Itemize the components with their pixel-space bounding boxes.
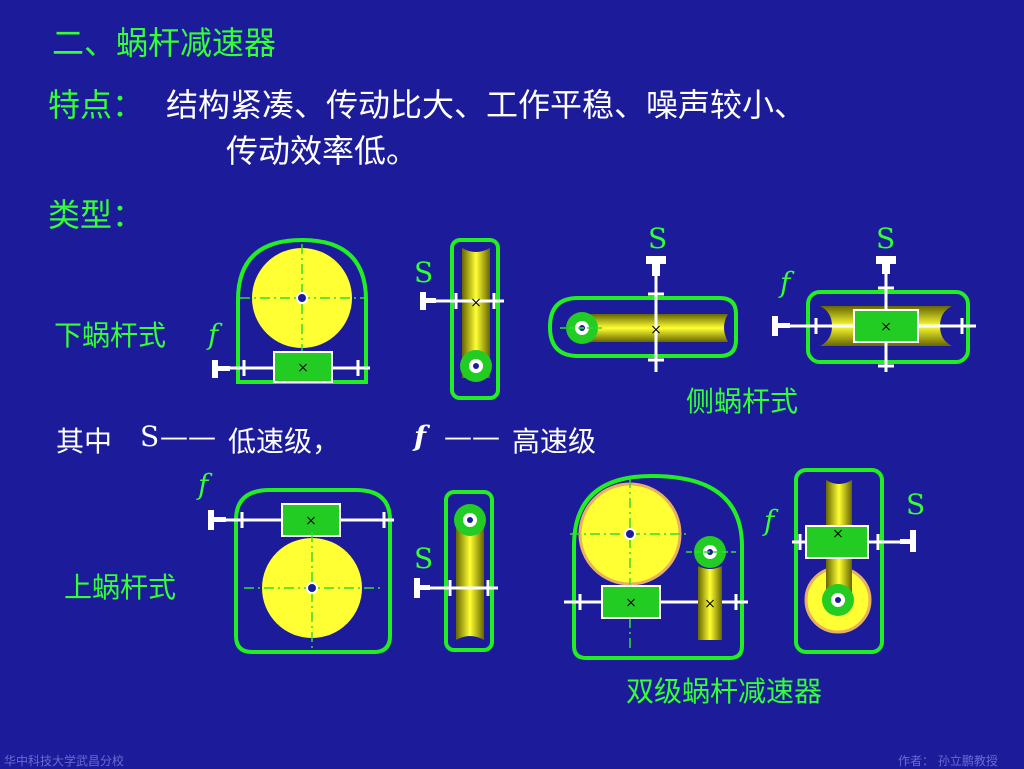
- svg-text:×: ×: [704, 596, 716, 612]
- legend-f-dash: ——: [444, 420, 500, 453]
- upper-worm-side-view: [414, 490, 498, 652]
- double-s-label: S: [906, 488, 925, 521]
- double-stage-label: 双级蜗杆减速器: [626, 675, 823, 708]
- svg-text:×: ×: [297, 360, 309, 376]
- svg-text:×: ×: [305, 513, 317, 529]
- upper-worm-label: 上蜗杆式: [64, 571, 177, 604]
- features-text-line2: 传动效率低。: [226, 132, 419, 170]
- worm: [273, 351, 333, 383]
- upper-s-label: S: [414, 542, 433, 575]
- upper-worm-front-view: ×: [208, 488, 394, 654]
- svg-text:×: ×: [650, 322, 662, 338]
- lower-worm-label: 下蜗杆式: [54, 319, 167, 352]
- features-text-line1: 结构紧凑、传动比大、工作平稳、噪声较小、: [166, 86, 807, 124]
- slide-title: 二、蜗杆减速器: [52, 24, 277, 62]
- side-worm-label: 侧蜗杆式: [686, 385, 799, 418]
- footer-left: 华中科技大学武昌分校: [4, 754, 125, 768]
- footer-right: 作者： 孙立鹏教授: [898, 754, 998, 768]
- legend-s-desc: 低速级，: [228, 425, 341, 458]
- svg-text:×: ×: [832, 526, 844, 542]
- side-worm-view-1: ×: [547, 256, 738, 372]
- svg-text:×: ×: [625, 595, 637, 611]
- legend-f: f: [414, 420, 427, 453]
- double-stage-side-view: ×: [792, 468, 916, 654]
- features-label: 特点：: [48, 86, 145, 124]
- svg-text:×: ×: [470, 295, 482, 311]
- side-f-label: f: [778, 266, 795, 299]
- lower-s-label: S: [414, 256, 433, 289]
- double-stage-front-view: × ×: [564, 473, 748, 660]
- side-worm-view-2: ×: [772, 256, 976, 372]
- lower-f-label: f: [206, 318, 223, 351]
- legend-prefix: 其中: [56, 425, 113, 458]
- legend-f-desc: 高速级: [512, 425, 597, 458]
- side-s-label-1: S: [648, 222, 667, 255]
- lower-worm-front-view: ×: [212, 237, 370, 384]
- side-s-label-2: S: [876, 222, 895, 255]
- double-f-label: f: [762, 504, 779, 537]
- legend-s: S: [140, 420, 160, 453]
- svg-text:×: ×: [880, 319, 892, 335]
- upper-f-label: f: [196, 468, 213, 501]
- lower-worm-side-view: ×: [420, 238, 504, 400]
- types-label: 类型：: [48, 196, 145, 234]
- legend-s-dash: ——: [160, 420, 216, 453]
